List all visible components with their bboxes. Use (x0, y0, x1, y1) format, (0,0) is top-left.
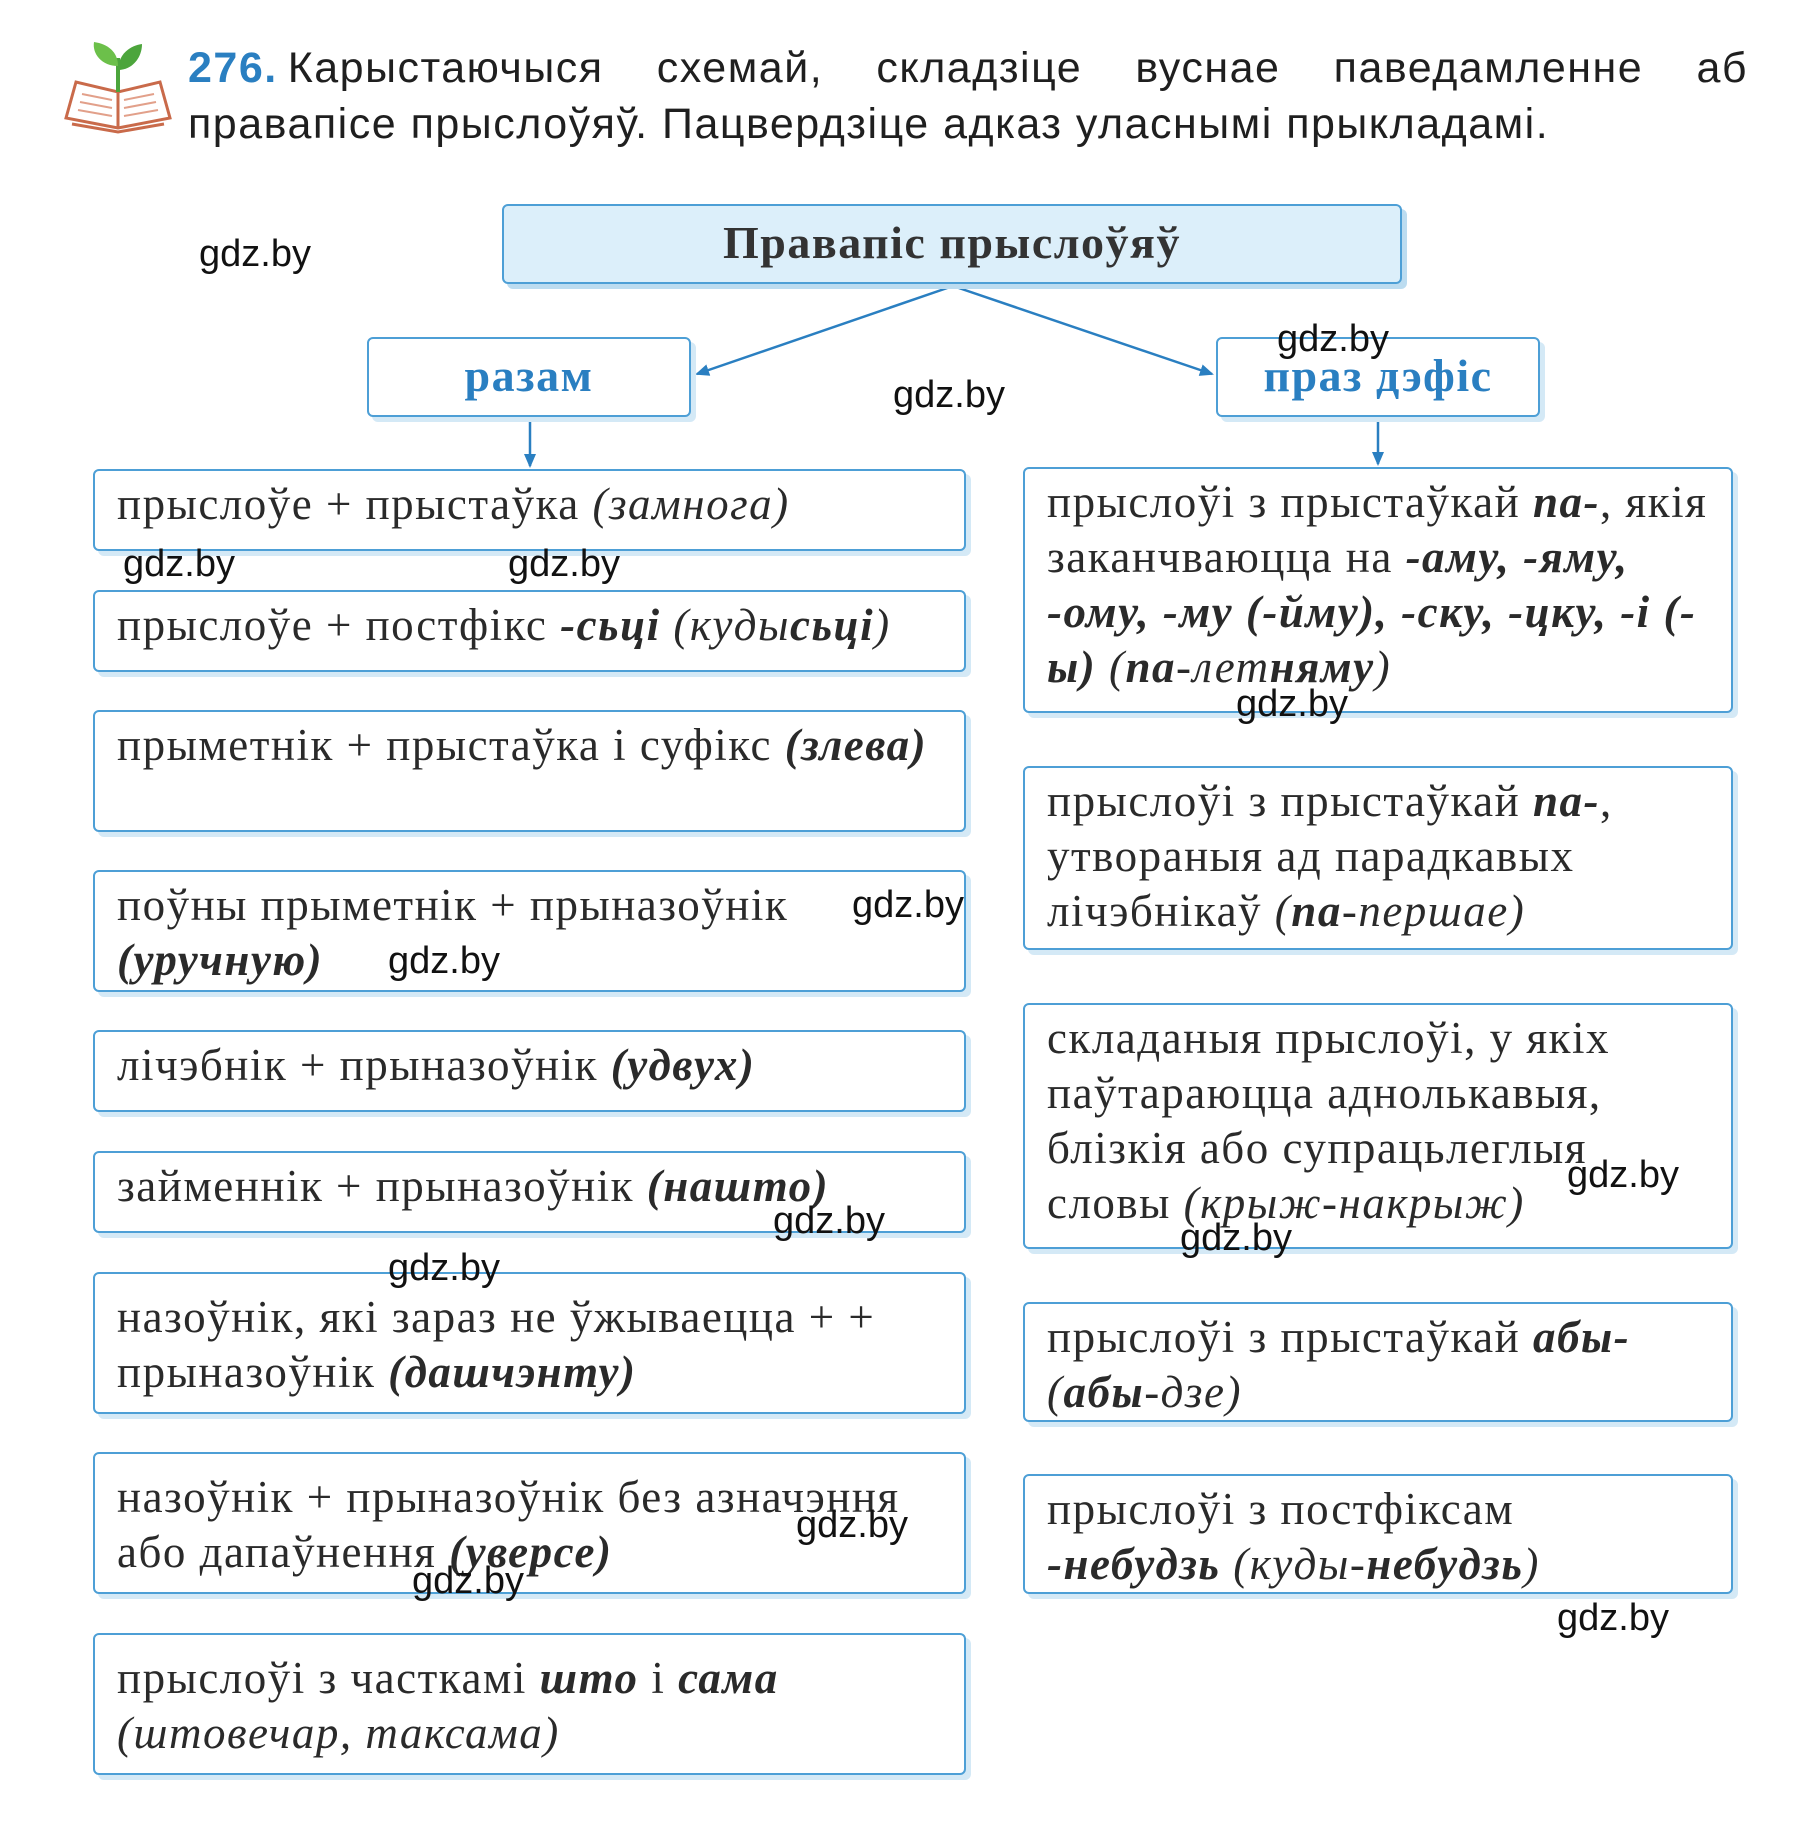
watermark: gdz.by (123, 543, 235, 585)
watermark: gdz.by (773, 1200, 885, 1242)
exercise-instruction: Карыстаючыся схемай, складзіце вуснае па… (188, 44, 1748, 148)
rule-left-6: займеннік + прыназоўнік (нашто) (93, 1151, 966, 1233)
watermark: gdz.by (1277, 318, 1389, 360)
watermark: gdz.by (1557, 1597, 1669, 1639)
rule-left-1: прыслоўе + прыстаўка (замнога) (93, 469, 966, 551)
scheme-title: Правапіс прыслоўяў (502, 204, 1402, 284)
book-sprout-icon (64, 42, 172, 134)
rule-left-5: лічэбнік + прыназоўнік (удвух) (93, 1030, 966, 1112)
arrow-to-right (952, 284, 1214, 376)
watermark: gdz.by (796, 1504, 908, 1546)
rule-left-8: назоўнік + прыназоўнік без азначэння або… (93, 1452, 966, 1594)
exercise-number: 276. (188, 44, 278, 92)
rule-right-1: прыслоўі з прыстаўкай па-, якія заканчва… (1023, 467, 1733, 713)
watermark: gdz.by (508, 543, 620, 585)
watermark: gdz.by (852, 884, 964, 926)
rule-left-4: поўны прыметнік + прыназоўнік (уручную) (93, 870, 966, 992)
rule-right-5: прыслоўі з постфіксам -небудзь (куды-неб… (1023, 1474, 1733, 1594)
rule-right-2: прыслоўі з прыстаўкай па-, утвораныя ад … (1023, 766, 1733, 950)
watermark: gdz.by (388, 940, 500, 982)
rule-left-2: прыслоўе + постфікс -сьці (кудысьці) (93, 590, 966, 672)
watermark: gdz.by (199, 233, 311, 275)
category-hyphen: праз дэфіс (1216, 337, 1540, 417)
watermark: gdz.by (1180, 1217, 1292, 1259)
rule-right-3: складаныя прыслоўі, у якіх паўтараюцца а… (1023, 1003, 1733, 1249)
exercise-text: 276.Карыстаючыся схемай, складзіце вусна… (188, 40, 1748, 152)
arrow-to-left (695, 284, 954, 376)
watermark: gdz.by (1567, 1154, 1679, 1196)
watermark: gdz.by (412, 1560, 524, 1602)
rule-left-9: прыслоўі з часткамі што і сама(штовечар,… (93, 1633, 966, 1775)
category-together: разам (367, 337, 691, 417)
rule-left-7: назоўнік, які зараз не ўжываецца + + пры… (93, 1272, 966, 1414)
watermark: gdz.by (893, 374, 1005, 416)
rule-left-3: прыметнік + прыстаўка і суфікс (злева) (93, 710, 966, 832)
watermark: gdz.by (1236, 683, 1348, 725)
watermark: gdz.by (388, 1247, 500, 1289)
rule-right-4: прыслоўі з прыстаўкай абы-(абы-дзе) (1023, 1302, 1733, 1422)
